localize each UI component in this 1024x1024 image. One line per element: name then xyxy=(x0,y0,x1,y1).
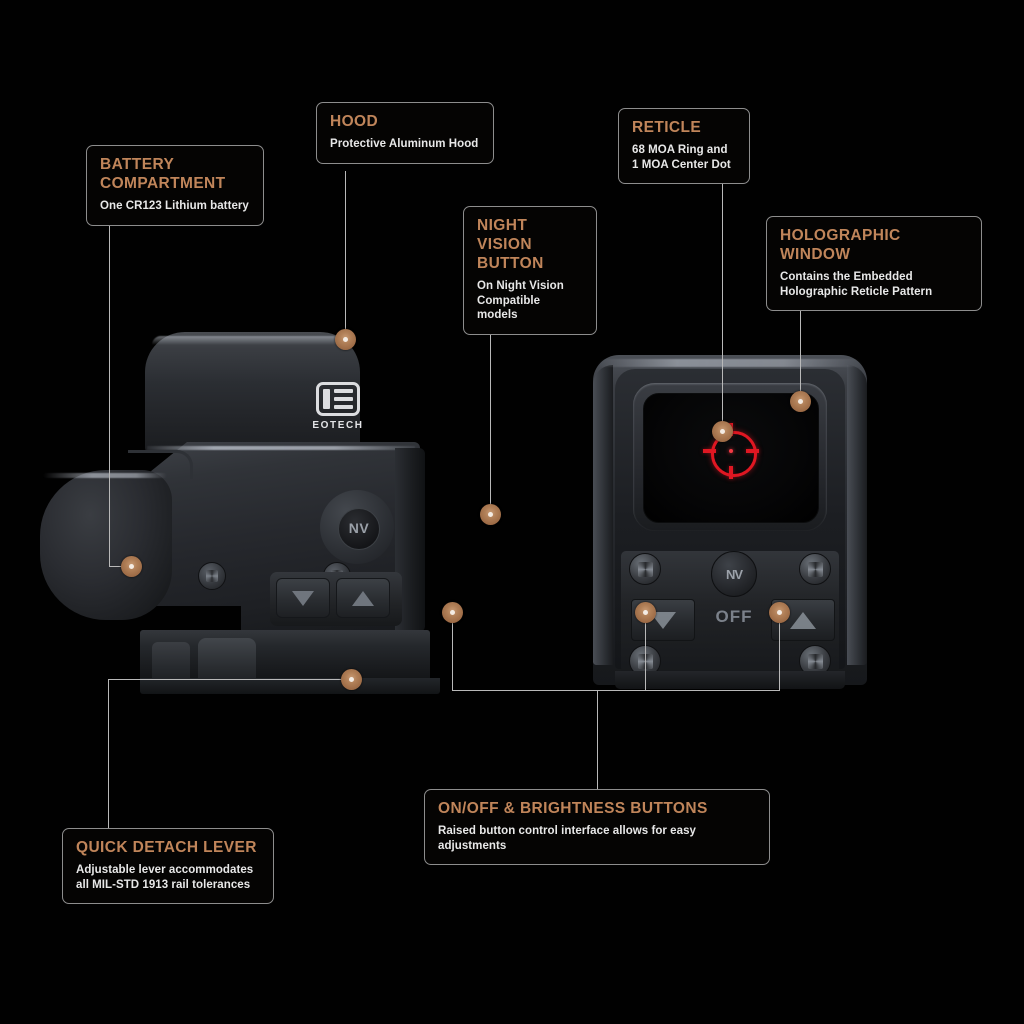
callout-desc: Adjustable lever accommodates all MIL-ST… xyxy=(76,864,254,891)
callout-desc: Protective Aluminum Hood xyxy=(330,138,479,150)
arrow-down-icon xyxy=(292,590,314,606)
night-vision-button-label: NV xyxy=(348,520,370,536)
battery-compartment-cap xyxy=(40,470,172,620)
night-vision-button[interactable]: NV xyxy=(338,508,380,550)
marker-hood[interactable] xyxy=(335,329,356,350)
marker-holographic-window[interactable] xyxy=(790,391,811,412)
front-screw xyxy=(629,553,661,585)
leader-reticle-vertical xyxy=(722,181,723,431)
hood-highlight xyxy=(152,336,352,345)
front-night-vision-knob[interactable]: NV xyxy=(711,551,757,597)
leader-brightness-front-right-vertical xyxy=(779,612,780,690)
battery-cap-highlight xyxy=(43,473,167,478)
marker-quick-detach-lever[interactable] xyxy=(341,669,362,690)
product-side-view: EOTECH NV xyxy=(40,330,520,720)
eotech-logo-mark xyxy=(316,382,360,416)
reticle-center-dot xyxy=(729,449,733,453)
callout-hood[interactable]: HOOD Protective Aluminum Hood xyxy=(316,102,494,164)
marker-brightness-side[interactable] xyxy=(442,602,463,623)
reticle-tick-left xyxy=(703,449,716,453)
leader-nv-vertical xyxy=(490,302,491,514)
marker-brightness-front-left[interactable] xyxy=(635,602,656,623)
callout-desc: 68 MOA Ring and 1 MOA Center Dot xyxy=(632,144,731,171)
rail-foot xyxy=(140,678,440,694)
arrow-down-icon xyxy=(650,611,676,629)
marker-reticle[interactable] xyxy=(712,421,733,442)
body-screw xyxy=(198,562,226,590)
leader-brightness-rail xyxy=(452,690,780,691)
marker-brightness-front-right[interactable] xyxy=(769,602,790,623)
reticle-tick-right xyxy=(746,449,759,453)
leader-brightness-front-left-vertical xyxy=(645,612,646,690)
callout-quick-detach-lever[interactable]: QUICK DETACH LEVER Adjustable lever acco… xyxy=(62,828,274,904)
leader-brightness-side-vertical xyxy=(452,612,453,690)
front-hood-left-rail xyxy=(593,365,613,665)
eotech-logo: EOTECH xyxy=(308,382,368,431)
callout-title: QUICK DETACH LEVER xyxy=(76,839,257,856)
callout-desc: Raised button control interface allows f… xyxy=(438,825,696,852)
callout-battery-compartment[interactable]: BATTERY COMPARTMENT One CR123 Lithium ba… xyxy=(86,145,264,226)
brightness-down-button[interactable] xyxy=(276,578,330,618)
front-hood-right-rail xyxy=(847,365,867,665)
callout-desc: On Night Vision Compatible models xyxy=(477,280,564,321)
leader-battery-vertical xyxy=(109,217,110,566)
front-hood-highlight xyxy=(597,359,863,367)
battery-cap-tether xyxy=(128,450,193,479)
arrow-up-icon xyxy=(790,611,816,629)
callout-title: ON/OFF & BRIGHTNESS BUTTONS xyxy=(438,800,708,817)
eotech-logo-text: EOTECH xyxy=(312,420,364,431)
callout-desc: One CR123 Lithium battery xyxy=(100,200,249,212)
leader-brightness-drop xyxy=(597,690,598,789)
marker-battery-compartment[interactable] xyxy=(121,556,142,577)
front-mount-foot xyxy=(615,671,845,689)
callout-title: BATTERY COMPARTMENT xyxy=(100,156,226,192)
reticle-ring xyxy=(711,431,757,477)
off-label: OFF xyxy=(715,607,753,626)
leader-qd-horizontal xyxy=(108,679,352,680)
body-highlight-edge xyxy=(147,446,415,450)
leader-battery-horizontal xyxy=(109,566,132,567)
leader-window-vertical xyxy=(800,297,801,401)
front-screw xyxy=(799,553,831,585)
leader-hood-vertical xyxy=(345,171,346,339)
callout-title: HOLOGRAPHIC WINDOW xyxy=(780,227,901,263)
brightness-up-button[interactable] xyxy=(336,578,390,618)
leader-qd-vertical xyxy=(108,679,109,828)
product-front-view: NV OFF xyxy=(585,355,875,710)
marker-night-vision-button[interactable] xyxy=(480,504,501,525)
callout-holographic-window[interactable]: HOLOGRAPHIC WINDOW Contains the Embedded… xyxy=(766,216,982,311)
callout-title: RETICLE xyxy=(632,119,702,136)
callout-desc: Contains the Embedded Holographic Reticl… xyxy=(780,271,933,298)
front-knob-label: NV xyxy=(725,566,743,582)
arrow-up-icon xyxy=(352,590,374,606)
callout-night-vision-button[interactable]: NIGHT VISION BUTTON On Night Vision Comp… xyxy=(463,206,597,335)
callout-on-off-brightness-buttons[interactable]: ON/OFF & BRIGHTNESS BUTTONS Raised butto… xyxy=(424,789,770,865)
callout-reticle[interactable]: RETICLE 68 MOA Ring and 1 MOA Center Dot xyxy=(618,108,750,184)
reticle-tick-bottom xyxy=(729,466,733,479)
callout-title: HOOD xyxy=(330,113,379,130)
callout-title: NIGHT VISION BUTTON xyxy=(477,217,544,272)
